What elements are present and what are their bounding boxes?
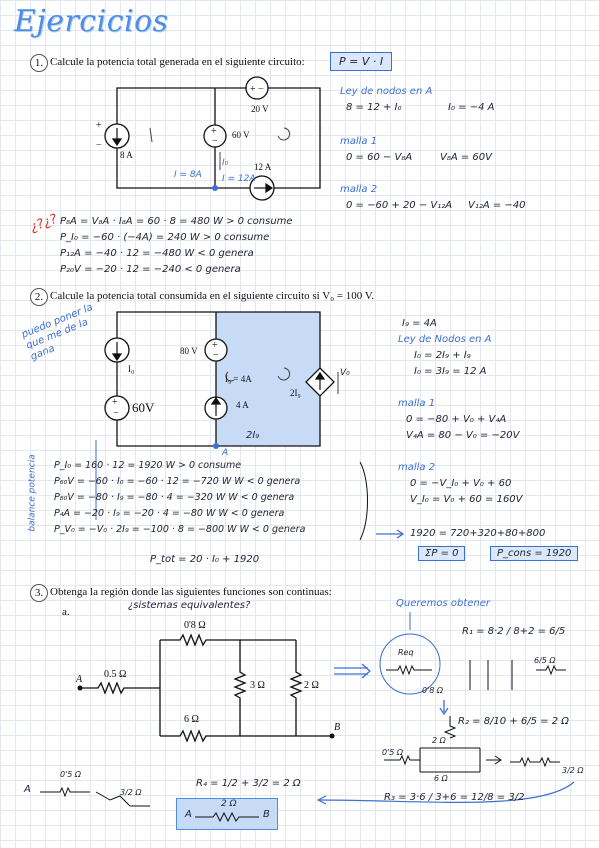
n1-mesh2-title: malla 2 (340, 184, 378, 195)
n2-node-eq: I₀ = 2I₉ + I₉ (414, 350, 471, 361)
n2-mesh1-eq: 0 = −80 + V₀ + V₄A (406, 414, 507, 425)
final-node-a: A (185, 809, 192, 820)
final-resistor (195, 811, 259, 823)
n1-mesh1-title: malla 1 (340, 136, 378, 147)
c3-r08: 0'8 Ω (184, 620, 206, 631)
c2-label-80v: 80 V (180, 346, 198, 356)
c1-label-12a: 12 A (254, 162, 272, 172)
p2-line-3: P₈₀V = −80 · I₉ = −80 · 4 = −320 W W < 0… (54, 492, 295, 503)
n2-mesh1-title: malla 1 (398, 398, 436, 409)
question-marks: ¿?¿? (28, 211, 60, 236)
c3-node-a: A (76, 674, 83, 685)
balance-side-note: balance potencia (27, 454, 38, 532)
n3-r6-small: 6 Ω (434, 774, 448, 783)
c1-note-i8: I = 8A (174, 170, 202, 180)
n1-mesh1-eq: 0 = 60 − V₈A (346, 152, 413, 163)
c2-node-a: A (222, 448, 229, 458)
p1-line-4: P₂₀V = −20 · 12 = −240 < 0 genera (60, 264, 241, 275)
question-3-number: 3. (30, 584, 48, 602)
c3-r05: 0.5 Ω (104, 669, 127, 680)
p2-total-line: P_tot = 20 · I₀ + 1920 (150, 554, 260, 565)
n3-bottom-a: A (24, 784, 31, 795)
n1-node-title: Ley de nodos en A (340, 86, 433, 97)
question-1-text: Calcule la potencia total generada en el… (50, 56, 305, 68)
p2-line-2: P₆₀V = −60 · I₀ = −60 · 12 = −720 W W < … (54, 476, 301, 487)
svg-text:−: − (213, 350, 219, 361)
sub-a-note: ¿sistemas equivalentes? (128, 600, 251, 611)
n2-mesh1-res: V₄A = 80 − V₀ = −20V (406, 430, 520, 441)
c1-note-io: I₀ (222, 158, 229, 168)
svg-text:−: − (96, 140, 102, 151)
n3-r05-small: 0'5 Ω (382, 748, 404, 757)
p1-line-3: P₁₂A = −40 · 12 = −480 W < 0 genera (60, 248, 254, 259)
n2-node-title: Ley de Nodos en A (398, 334, 492, 345)
n3-r4-eq: R₄ = 1/2 + 3/2 = 2 Ω (196, 778, 301, 789)
n1-node-eq: 8 = 12 + I₀ (346, 102, 402, 113)
svg-text:+ −: + − (250, 84, 264, 95)
c1-label-60v: 60 V (232, 130, 250, 140)
svg-text:+: + (112, 397, 118, 408)
n2-ig: I₉ = 4A (402, 318, 437, 329)
c2-label-60v: 60V (132, 400, 155, 415)
c2-label-ig: I₉ = 4A (225, 374, 252, 384)
svg-text:+: + (212, 340, 218, 351)
c3-r3: 3 Ω (250, 680, 265, 691)
svg-text:+: + (211, 126, 217, 137)
c1-label-20v: 20 V (251, 104, 269, 114)
sum-line: 1920 = 720+320+80+800 (410, 528, 546, 539)
n3-req: Req (398, 648, 414, 657)
page-title: Ejercicios (14, 4, 169, 39)
c2-label-2ig: 2I₉ (290, 388, 301, 398)
svg-text:−: − (212, 136, 218, 147)
question-3-text: Obtenga la región donde las siguientes f… (50, 586, 332, 598)
final-equivalent-box: A 2 Ω B (176, 798, 278, 830)
n2-mesh2-title: malla 2 (398, 462, 436, 473)
n3-header: Queremos obtener (396, 598, 491, 609)
final-r: 2 Ω (221, 799, 237, 809)
n3-r2-line: R₂ = 8/10 + 6/5 = 2 Ω (458, 716, 569, 727)
c1-label-8a: 8 A (120, 150, 133, 160)
n3-r08-small: 0'8 Ω (422, 686, 444, 695)
c3-node-b: B (334, 722, 341, 733)
n3-bottom-r32: 3/2 Ω (120, 788, 142, 797)
svg-text:−: − (113, 408, 119, 419)
n3-r2-small: 2 Ω (432, 736, 446, 745)
n3-r1-eq: R₁ = 8·2 / 8+2 = 6/5 (462, 626, 566, 637)
n2-mesh2-res: V_I₀ = V₀ + 60 = 160V (410, 494, 523, 505)
c3-r6: 6 Ω (184, 714, 199, 725)
c2-label-vo: V₀ (340, 368, 350, 378)
n2-node-res: I₀ = 3I₉ = 12 A (414, 366, 487, 377)
c1-note-i12: I = 12A (222, 174, 256, 184)
n1-mesh2-eq: 0 = −60 + 20 − V₁₂A (346, 200, 453, 211)
n3-r65: 6/5 Ω (534, 656, 556, 665)
sub-a-label: a. (62, 606, 70, 618)
svg-text:+: + (96, 120, 102, 131)
n2-mesh2-eq: 0 = −V_I₀ + V₀ + 60 (410, 478, 512, 489)
final-node-b: B (263, 809, 270, 820)
n3-bottom-r05: 0'5 Ω (60, 770, 82, 779)
p1-line-2: P_I₀ = −60 · (−4A) = 240 W > 0 consume (60, 232, 270, 243)
c2-side-note: puedo poner la que me de la gana (20, 301, 95, 363)
question-1-number: 1. (30, 54, 48, 72)
n3-r32: 3/2 Ω (562, 766, 584, 775)
formula-box: P = V · I (330, 52, 393, 71)
p2-line-4: P₄A = −20 · I₉ = −20 · 4 = −80 W W < 0 g… (54, 508, 285, 519)
n1-mesh1-res: V₈A = 60V (440, 152, 492, 163)
n1-mesh2-res: V₁₂A = −40 (468, 200, 526, 211)
question-2-number: 2. (30, 288, 48, 306)
p1-line-1: P₈A = V₈A · I₈A = 60 · 8 = 480 W > 0 con… (60, 216, 293, 227)
n1-node-res: I₀ = −4 A (448, 102, 495, 113)
c2-label-io: I₀ (128, 364, 135, 374)
question-2-text: Calcule la potencia total consumida en e… (50, 290, 375, 302)
sum-p-box: ΣP = 0 (418, 546, 466, 561)
c3-r2: 2 Ω (304, 680, 319, 691)
c2-label-bottom-dep: 2I₉ (246, 430, 260, 441)
p2-line-1: P_I₀ = 160 · 12 = 1920 W > 0 consume (54, 460, 242, 471)
n3-r3-eq: R₃ = 3·6 / 3+6 = 12/8 = 3/2 (384, 792, 525, 803)
c2-label-4a: 4 A (236, 400, 249, 410)
p-cons-box: P_cons = 1920 (490, 546, 579, 561)
p2-line-5: P_V₀ = −V₀ · 2I₉ = −100 · 8 = −800 W W <… (54, 524, 306, 535)
